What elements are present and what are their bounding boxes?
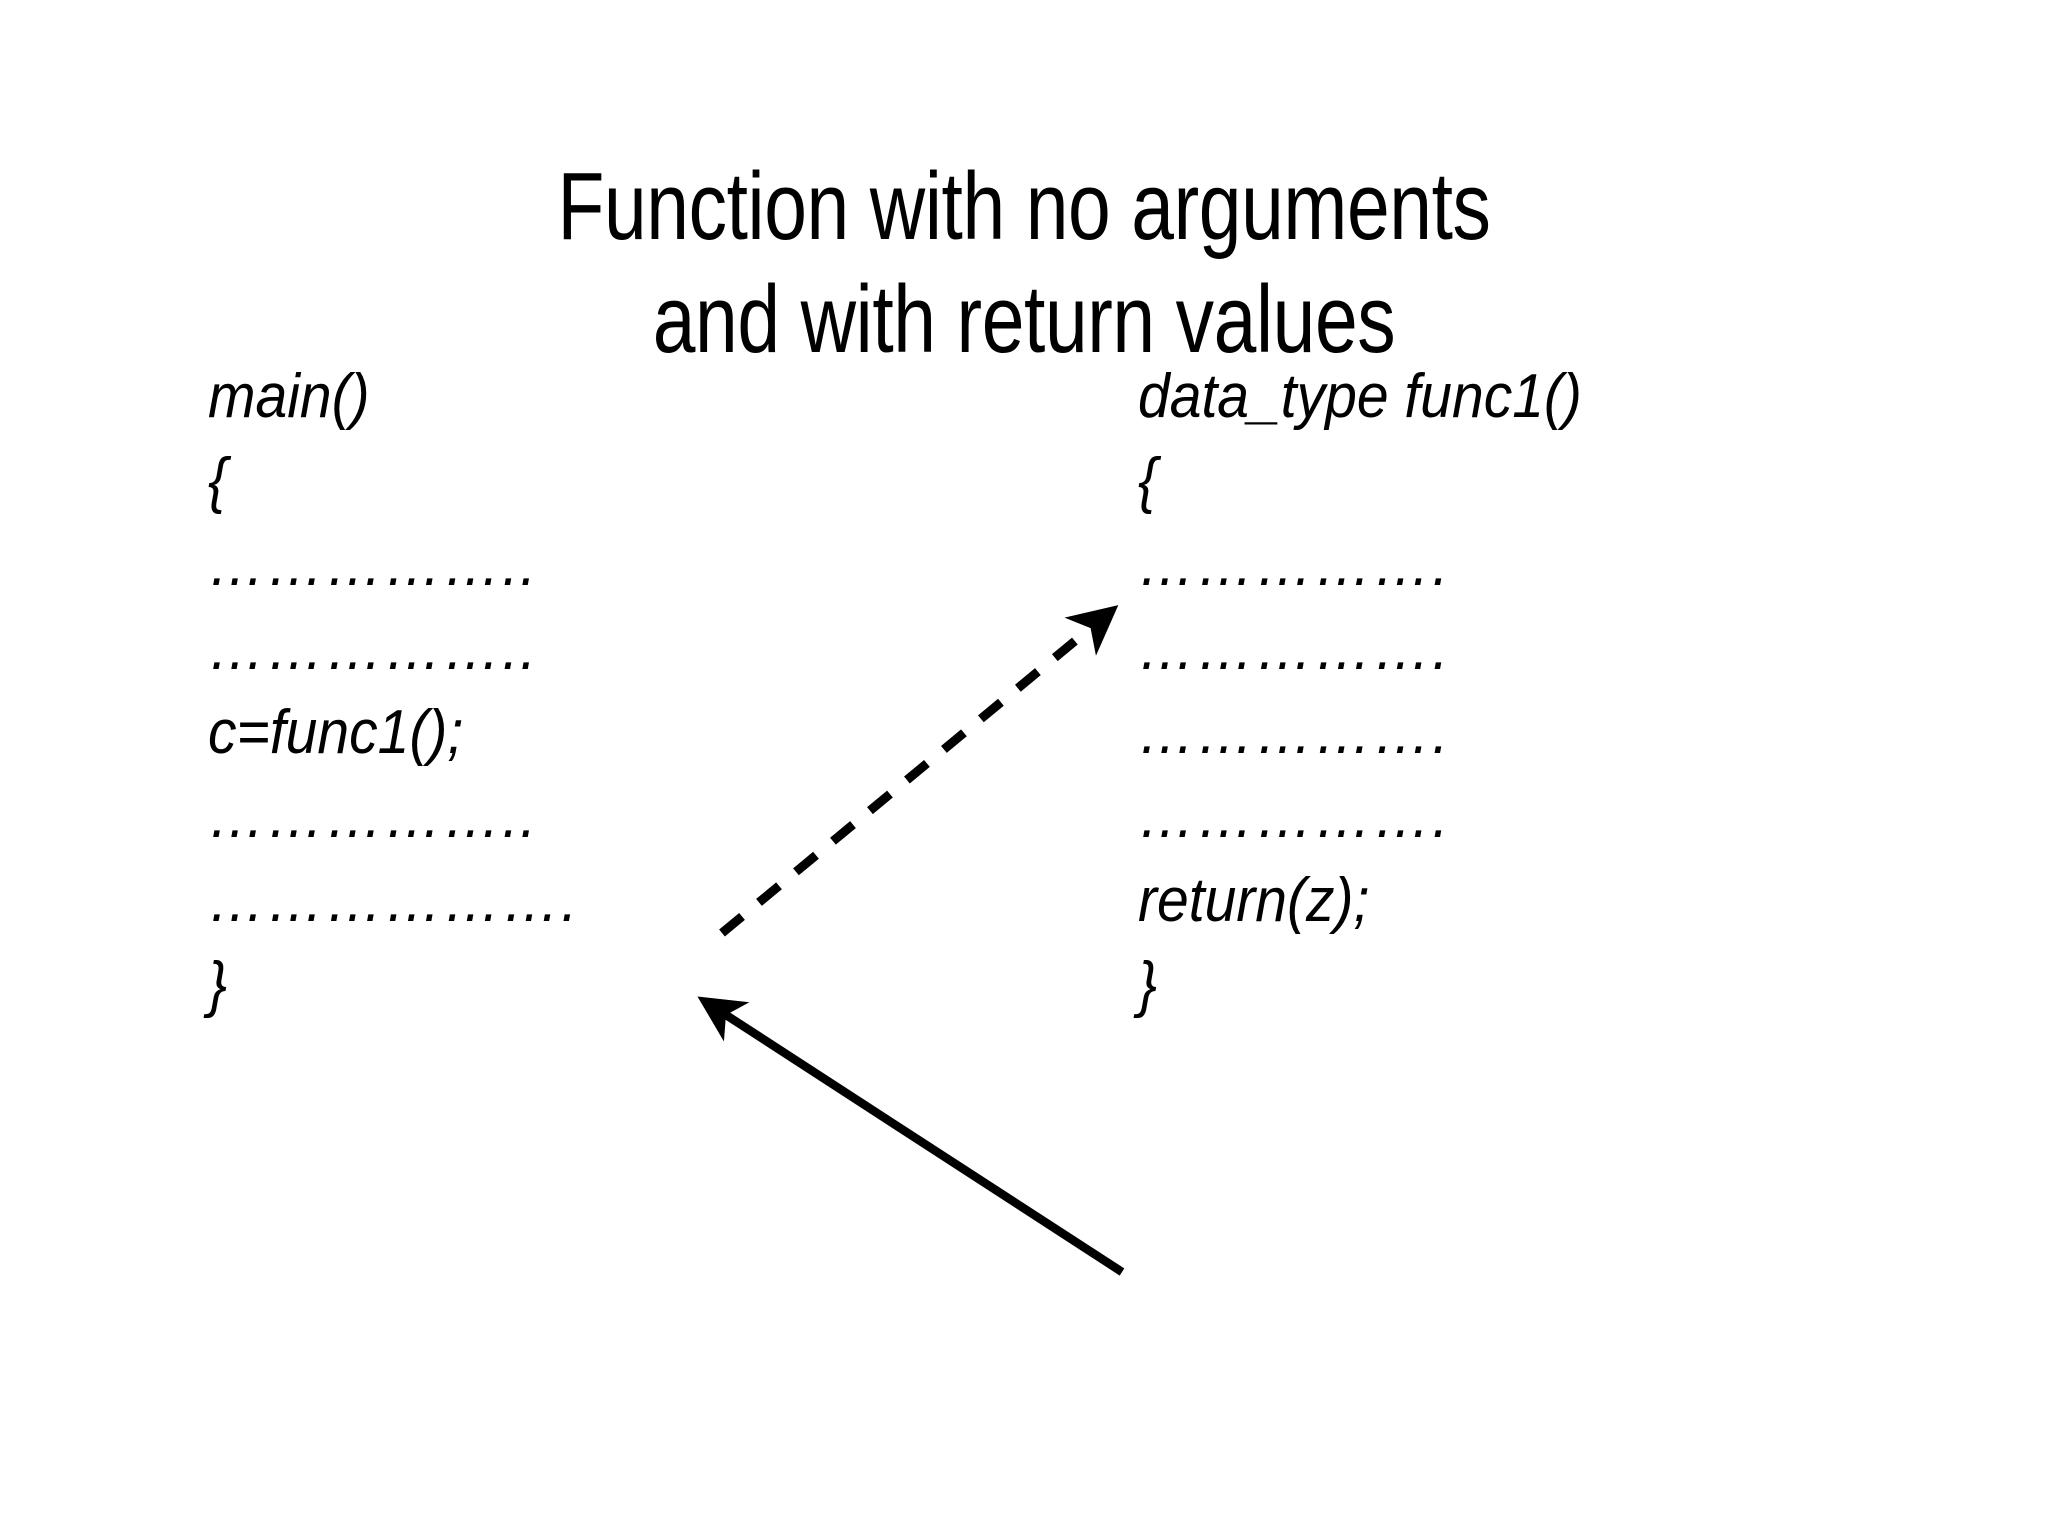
code-line-main-ellipsis-1: …………….. (208, 530, 538, 599)
code-line-func1-ellipsis-4: ……………. (1138, 782, 1451, 851)
code-line-main-signature: main() (208, 362, 370, 431)
code-line-main-ellipsis-4: ………………. (208, 866, 579, 935)
code-line-func1-ellipsis-1: ……………. (1138, 530, 1451, 599)
code-line-func1-ellipsis-3: ……………. (1138, 698, 1451, 767)
code-line-main-open-brace: { (208, 446, 228, 515)
code-line-func1-close-brace: } (1138, 950, 1158, 1019)
code-line-func1-open-brace: { (1138, 446, 1158, 515)
return-arrow (697, 996, 1125, 1276)
main-function-block: main() { …………….. …………….. c=func1(); …………… (208, 355, 611, 1027)
code-line-main-ellipsis-3: …………….. (208, 782, 538, 851)
code-line-main-close-brace: } (208, 950, 228, 1019)
code-line-func1-signature: data_type func1() (1138, 362, 1582, 431)
call-arrow (719, 605, 1119, 937)
code-line-func1-ellipsis-2: ……………. (1138, 614, 1451, 683)
code-line-main-call: c=func1(); (208, 698, 464, 767)
page-title: Function with no arguments and with retu… (0, 150, 2048, 377)
page-title-line-2: and with return values (652, 266, 1396, 374)
func1-definition-block: data_type func1() { ……………. ……………. …………….… (1138, 355, 1621, 1027)
page-title-line-1: Function with no arguments (557, 153, 1491, 260)
code-line-main-ellipsis-2: …………….. (208, 614, 538, 683)
code-line-func1-return: return(z); (1138, 866, 1370, 935)
